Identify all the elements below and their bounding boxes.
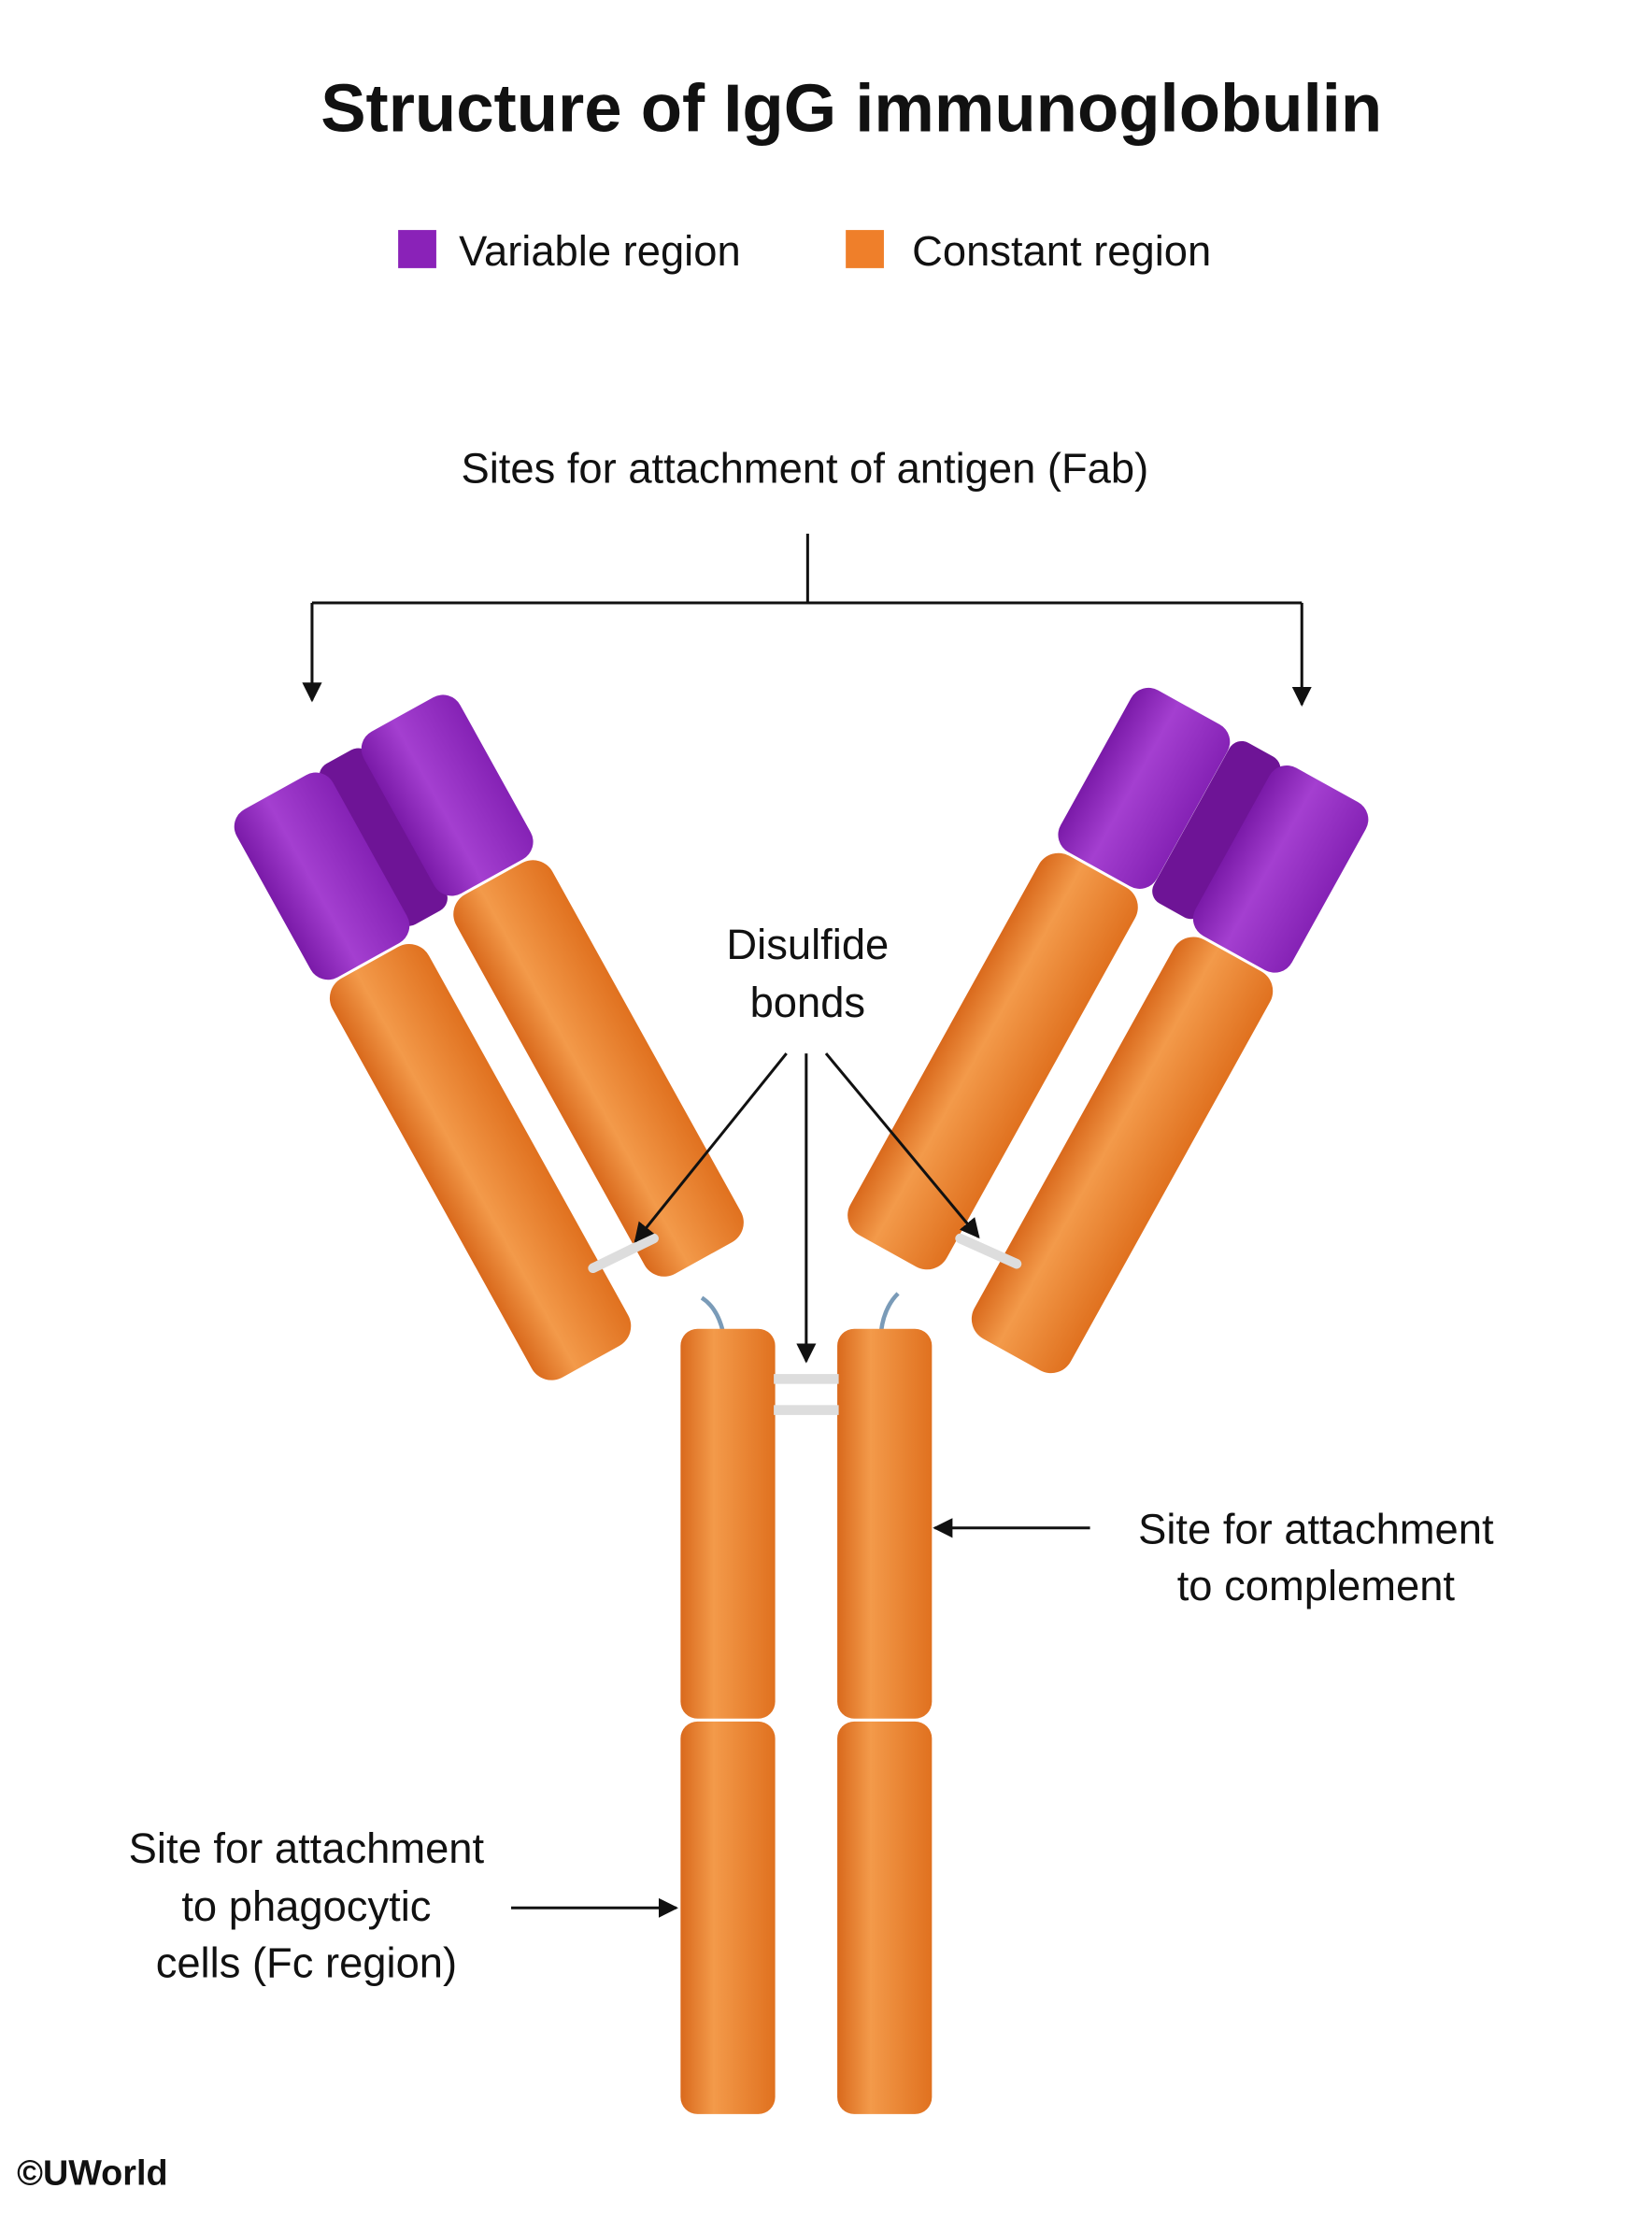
disulfide-bond [955, 1233, 1022, 1269]
variable-region [1192, 765, 1369, 973]
fab-label: Sites for attachment of antigen (Fab) [461, 445, 1148, 493]
disulfide-bond [588, 1233, 659, 1274]
page-title: Structure of IgG immunoglobulin [320, 70, 1382, 146]
legend-label-variable: Variable region [459, 227, 741, 275]
right-fab-arm [847, 687, 1369, 1374]
fab-bracket [302, 533, 1312, 707]
constant-region [971, 937, 1274, 1374]
complement-label-line2: to complement [1177, 1562, 1456, 1609]
left-heavy-constant-lower [680, 1721, 776, 2114]
constant-region [453, 860, 744, 1277]
right-heavy-constant-upper [837, 1328, 933, 1719]
legend-swatch-variable [398, 230, 436, 268]
disulfide-bond [774, 1405, 839, 1415]
left-heavy-chain [361, 694, 744, 1277]
left-fab-arm [234, 694, 744, 1380]
legend-label-constant: Constant region [912, 227, 1211, 275]
variable-region [1058, 687, 1231, 889]
disulfide-bond [774, 1374, 839, 1384]
disulfide-label-line1: Disulfide [726, 921, 889, 968]
legend: Variable region Constant region [398, 227, 1211, 275]
constant-region [329, 944, 632, 1380]
fc-label-line3: cells (Fc region) [156, 1938, 457, 1986]
disulfide-label-line2: bonds [750, 979, 866, 1026]
left-light-chain [234, 772, 632, 1380]
fc-label-line2: to phagocytic [181, 1882, 431, 1930]
hinge [700, 1295, 725, 1333]
variable-region [361, 694, 534, 896]
complement-label-line1: Site for attachment [1138, 1505, 1494, 1552]
copyright: ©UWorld [17, 2153, 167, 2193]
left-heavy-constant-upper [680, 1328, 776, 1719]
fc-stem [680, 1328, 933, 2114]
right-heavy-constant-lower [837, 1721, 933, 2114]
fc-label-line1: Site for attachment [129, 1824, 485, 1872]
legend-swatch-constant [846, 230, 884, 268]
right-light-chain [971, 765, 1369, 1374]
variable-region [234, 772, 410, 980]
hinge [878, 1292, 900, 1333]
disulfide-arrows [634, 1052, 980, 1364]
